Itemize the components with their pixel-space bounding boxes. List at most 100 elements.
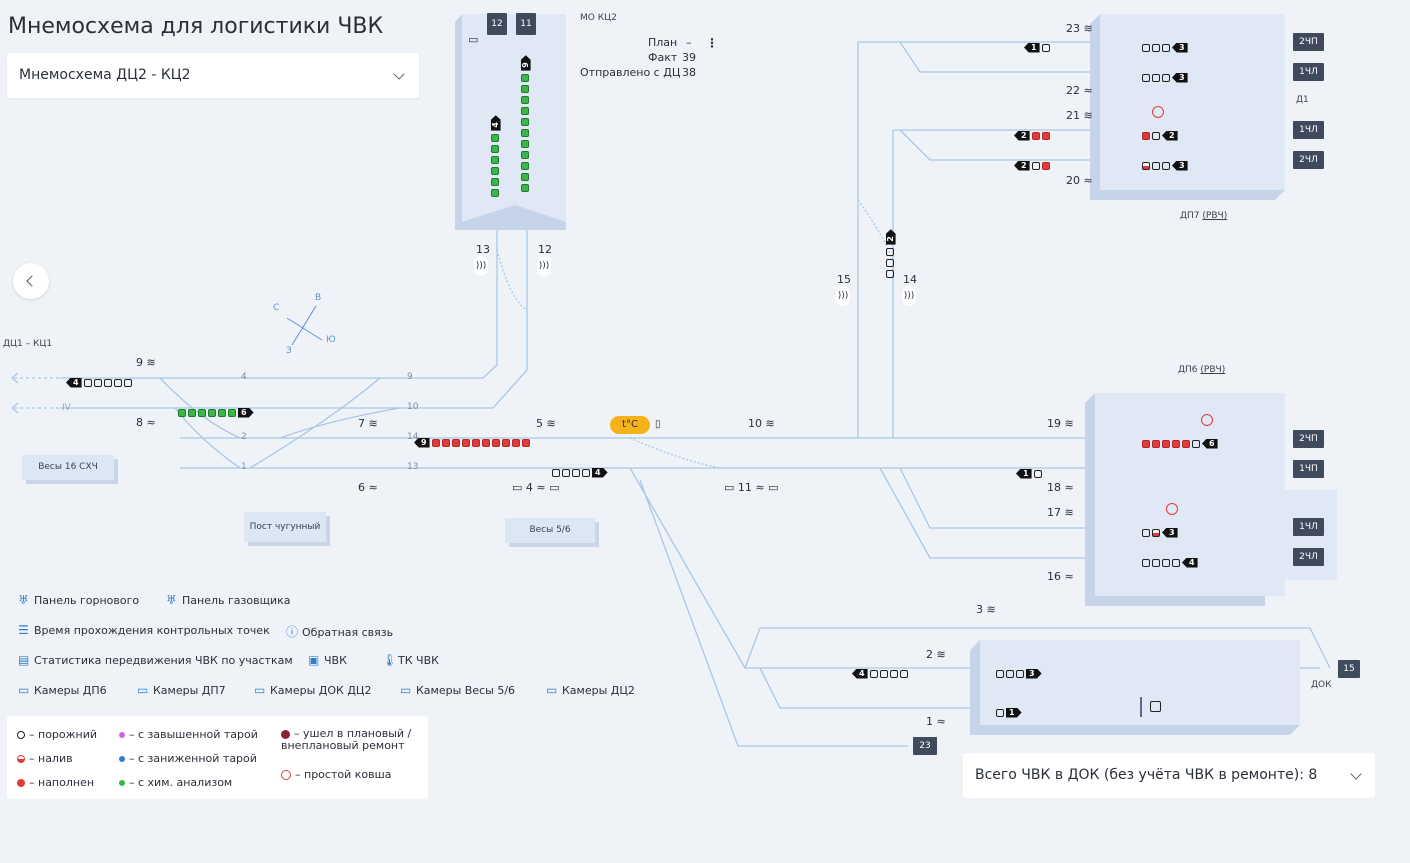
ladle-car[interactable] (521, 107, 529, 115)
ladle-car[interactable] (93, 378, 102, 387)
ladle-car[interactable] (1152, 528, 1160, 537)
ladle-car[interactable] (1041, 161, 1050, 170)
ladle-car[interactable] (1162, 43, 1170, 52)
locomotive[interactable]: 6 (238, 407, 254, 418)
toolbar-panel-gas[interactable]: ♅Панель газовщика (166, 593, 290, 607)
ladle-car[interactable] (1152, 131, 1160, 140)
point-19[interactable]: 19 ≋ (1047, 417, 1074, 430)
ladle-car[interactable] (491, 189, 499, 197)
ladle-car[interactable] (582, 468, 590, 477)
locomotive[interactable]: 3 (1172, 42, 1188, 53)
monitor-icon[interactable]: ▭ (468, 33, 479, 46)
toolbar-statistics[interactable]: ▤Статистика передвижения ЧВК по участкам (18, 653, 293, 667)
locomotive[interactable]: 1 (1016, 468, 1032, 479)
ladle-car[interactable] (889, 669, 898, 678)
beacon-icon[interactable]: ))) (537, 256, 551, 276)
dok-summary-select[interactable]: Всего ЧВК в ДОК (без учёта ЧВК в ремонте… (963, 753, 1375, 798)
ladle-car[interactable] (1142, 43, 1150, 52)
point-18[interactable]: 18 ≈ (1047, 481, 1074, 494)
ladle-car[interactable] (103, 378, 112, 387)
ladle-car[interactable] (1016, 669, 1024, 678)
point-5[interactable]: 5 ≋ (536, 417, 556, 430)
track-badge[interactable]: 23 (913, 737, 937, 755)
monitor-icon[interactable]: ▯ (655, 419, 661, 430)
point-9[interactable]: 9 ≋ (136, 356, 156, 369)
ladle-car[interactable] (1162, 558, 1170, 567)
locomotive[interactable]: 3 (1162, 527, 1178, 538)
ladle-car[interactable] (178, 408, 186, 417)
train-center-1[interactable]: 9 (414, 432, 532, 451)
ladle-car[interactable] (113, 378, 122, 387)
ladle-car[interactable] (481, 438, 490, 447)
point-16[interactable]: 16 ≈ (1047, 570, 1074, 583)
locomotive[interactable]: 2 (1014, 130, 1030, 141)
ladle-car[interactable] (1172, 439, 1180, 448)
ladle-car[interactable] (1142, 73, 1150, 82)
beacon-icon[interactable]: ))) (836, 286, 850, 306)
ladle-car[interactable] (1162, 161, 1170, 170)
ladle-car[interactable] (521, 118, 529, 126)
track-badge[interactable]: 1ЧЛ (1293, 121, 1324, 139)
ladle-car[interactable] (1152, 43, 1160, 52)
ladle-car[interactable] (869, 669, 878, 678)
ladle-car[interactable] (521, 162, 529, 170)
train-dp6[interactable]: 3 (1142, 522, 1180, 541)
ladle-car[interactable] (491, 178, 499, 186)
ladle-car[interactable] (996, 669, 1004, 678)
temperature-badge[interactable]: t°C (610, 416, 650, 434)
ladle-car[interactable] (208, 408, 216, 417)
locomotive[interactable]: 4 (1182, 557, 1198, 568)
train-left-2[interactable]: 6 (178, 402, 256, 421)
track-badge[interactable]: 1ЧЛ (1293, 518, 1324, 536)
ladle-car[interactable] (1142, 558, 1150, 567)
point-10[interactable]: 10 ≋ (748, 417, 775, 430)
locomotive[interactable]: 9 (521, 55, 531, 71)
ladle-car[interactable] (491, 167, 499, 175)
track-badge[interactable]: 1ЧП (1293, 460, 1324, 478)
dp7-link[interactable]: (РВЧ) (1202, 211, 1228, 221)
scales-16-plate[interactable]: Весы 16 СХЧ (22, 455, 114, 480)
train-dp7[interactable]: 2 (1014, 155, 1052, 174)
ladle-car[interactable] (83, 378, 92, 387)
track-badge[interactable]: 1ЧЛ (1293, 63, 1324, 81)
ladle-car[interactable] (198, 408, 206, 417)
toolbar-cam-dp7[interactable]: ▭Камеры ДП7 (137, 683, 226, 697)
beacon-icon[interactable]: ))) (902, 286, 916, 306)
locomotive[interactable]: 4 (852, 668, 868, 679)
ladle-car[interactable] (521, 151, 529, 159)
dp7-label[interactable]: ДП7 (РВЧ) (1180, 211, 1227, 221)
train-dok[interactable]: 1 (996, 702, 1024, 721)
locomotive[interactable]: 1 (1024, 42, 1040, 53)
train-vertical[interactable]: 2 (886, 232, 899, 281)
toolbar-cam-scales[interactable]: ▭Камеры Весы 5/6 (400, 683, 515, 697)
ladle-car[interactable] (511, 438, 520, 447)
dp6-label[interactable]: ДП6 (РВЧ) (1178, 365, 1225, 375)
locomotive[interactable]: 4 (66, 377, 82, 388)
ladle-car[interactable] (491, 145, 499, 153)
idle-marker-icon[interactable] (1201, 414, 1213, 426)
ladle-car[interactable] (1182, 439, 1190, 448)
train-dp7[interactable]: 1 (1024, 37, 1052, 56)
ladle-car[interactable] (1031, 131, 1040, 140)
ladle-car[interactable] (562, 468, 570, 477)
ladle-car[interactable] (461, 438, 470, 447)
ladle-car[interactable] (886, 259, 894, 267)
locomotive[interactable]: 2 (1014, 160, 1030, 171)
locomotive[interactable]: 1 (1006, 707, 1022, 718)
ladle-car[interactable] (1152, 439, 1160, 448)
ladle-icon[interactable] (1150, 701, 1161, 712)
locomotive[interactable]: 2 (1162, 130, 1178, 141)
ladle-car[interactable] (501, 438, 510, 447)
ladle-car[interactable] (491, 156, 499, 164)
train-left-1[interactable]: 4 (66, 372, 134, 391)
ladle-car[interactable] (441, 438, 450, 447)
toolbar-tk-chvk[interactable]: 🌡︎ТК ЧВК (382, 653, 439, 667)
train-dok[interactable]: 4 (852, 663, 910, 682)
mo-track-a[interactable]: 12 (487, 13, 507, 35)
more-icon[interactable]: ⋮ (706, 36, 718, 50)
ladle-car[interactable] (572, 468, 580, 477)
ladle-car[interactable] (521, 438, 530, 447)
ladle-car[interactable] (451, 438, 460, 447)
point-6[interactable]: 6 ≈ (358, 481, 378, 494)
